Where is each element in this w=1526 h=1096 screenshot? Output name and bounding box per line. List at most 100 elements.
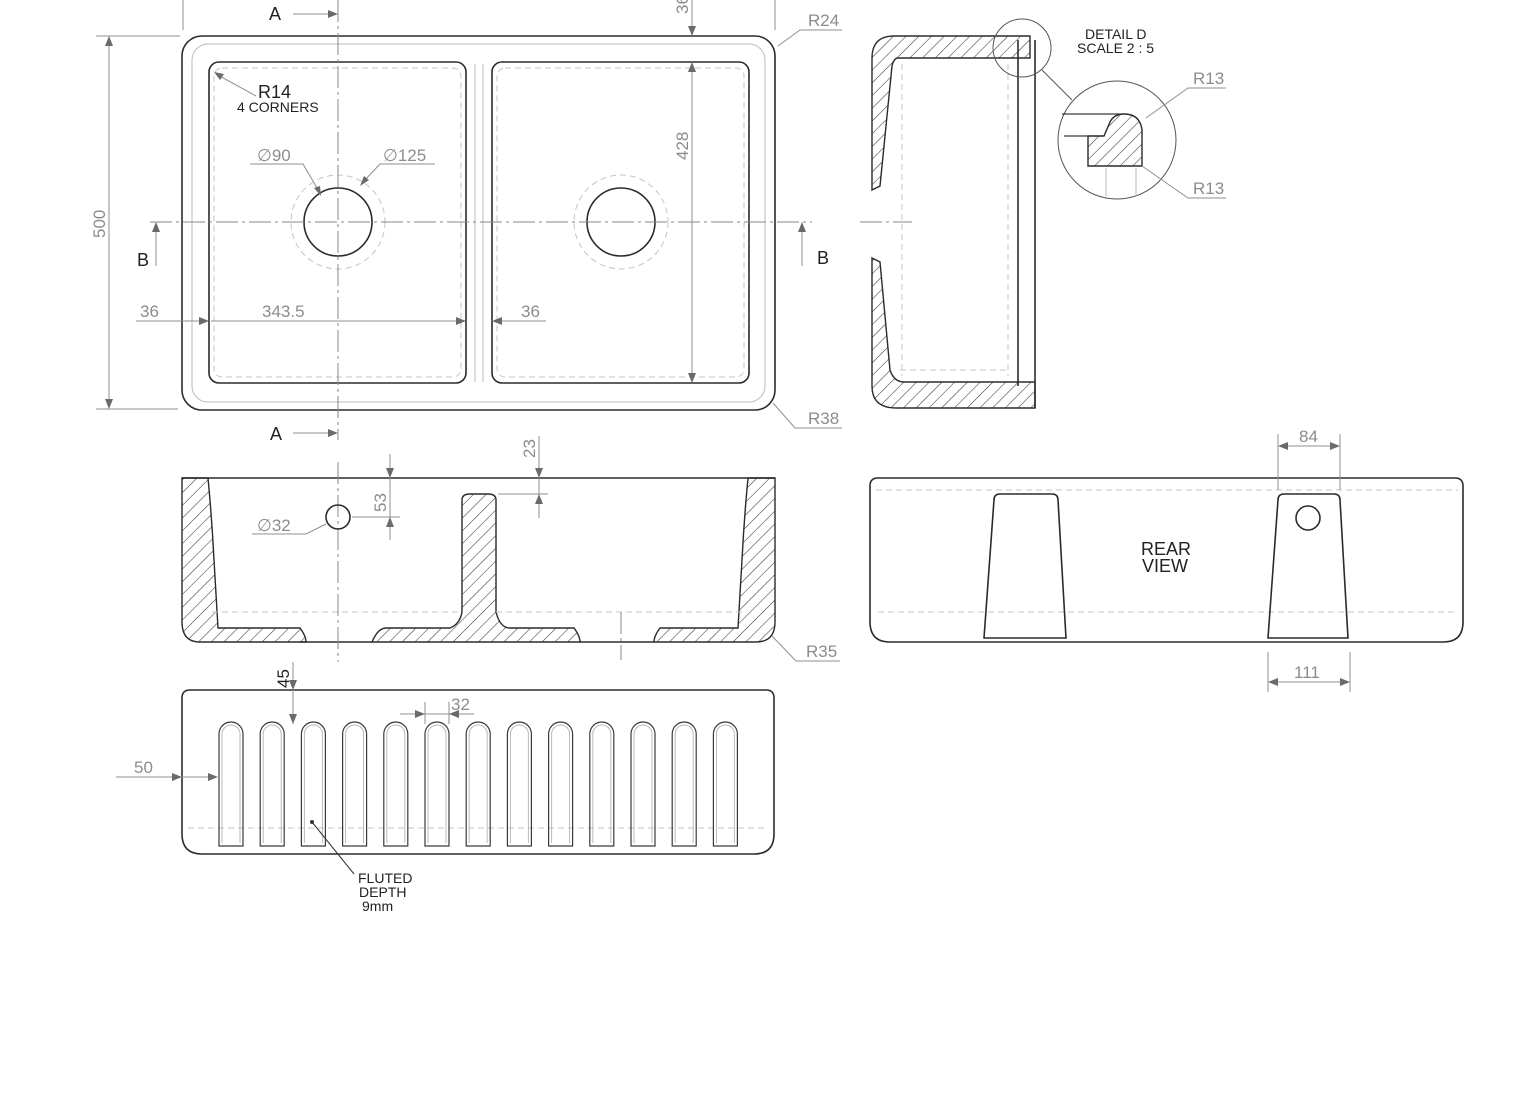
section-label-b-left: B xyxy=(137,250,149,270)
arrow-head xyxy=(456,317,466,325)
arrow-head xyxy=(1340,678,1350,686)
arrow-head xyxy=(314,186,321,196)
arrow-head xyxy=(214,72,224,80)
rim-line xyxy=(191,43,766,403)
outer-radius-top-label: R24 xyxy=(808,11,839,30)
arrow-head xyxy=(535,468,543,478)
dim-flute-pitch: 32 xyxy=(451,695,470,714)
section-aa-view: ∅32 53 23 R35 xyxy=(181,436,840,662)
sink-outline xyxy=(181,35,776,411)
leader-line xyxy=(1141,165,1226,199)
side-wall-top-hatch xyxy=(871,35,1031,192)
detail-radius-top: R13 xyxy=(1193,69,1224,88)
arrow-head xyxy=(328,429,338,437)
arrow-head xyxy=(289,680,297,690)
flute xyxy=(424,721,450,847)
side-wall-bottom-hatch xyxy=(871,256,1036,409)
outer-radius-bottom-label: R38 xyxy=(808,409,839,428)
arrow-head xyxy=(152,222,160,232)
detail-hatch xyxy=(1087,113,1143,167)
flute-inner-edge xyxy=(427,724,447,843)
detail-scale: SCALE 2 : 5 xyxy=(1077,40,1154,56)
dim-waste-small-value: 90 xyxy=(272,146,291,165)
arrow-head xyxy=(199,317,209,325)
section-left-wall-hatch xyxy=(181,477,307,643)
arrow-head xyxy=(208,773,218,781)
flute-note-line3: 9mm xyxy=(362,898,393,914)
dim-tap-hole: ∅32 xyxy=(257,516,291,535)
waste-flange-right xyxy=(573,174,669,270)
flute xyxy=(589,721,615,847)
flute-note-line1: FLUTED xyxy=(358,870,412,886)
dim-rear-bottom-width: 111 xyxy=(1294,663,1320,682)
section-label-b-right: B xyxy=(817,248,829,268)
rear-view: REAR VIEW 84 111 xyxy=(869,427,1464,692)
flute xyxy=(465,721,491,847)
flute-inner-edge xyxy=(674,724,694,843)
arrow-head xyxy=(449,710,459,718)
rear-cutout-left xyxy=(983,493,1067,639)
arrow-head xyxy=(1268,678,1278,686)
arrow-head xyxy=(386,468,394,478)
dim-overall-depth: 500 xyxy=(90,210,109,238)
flute-inner-edge xyxy=(303,724,323,843)
flute xyxy=(548,721,574,847)
leader-line xyxy=(772,402,842,429)
leader-line xyxy=(215,73,257,97)
diameter-symbol: ∅ xyxy=(383,146,398,165)
arrow-head xyxy=(688,62,696,72)
diameter-symbol: ∅ xyxy=(257,516,272,535)
arrow-head xyxy=(289,714,297,724)
flute-inner-edge xyxy=(468,724,488,843)
arrow-head xyxy=(492,317,502,325)
detail-leader xyxy=(1041,69,1073,101)
arrow-head xyxy=(415,710,425,718)
leader-line xyxy=(777,29,842,47)
arrow-head xyxy=(328,10,338,18)
dim-divider-width: 36 xyxy=(521,302,540,321)
front-outline xyxy=(181,689,775,855)
dim-left-margin: 36 xyxy=(140,302,159,321)
arrow-head xyxy=(688,373,696,383)
flute-inner-edge xyxy=(551,724,571,843)
arrow-head xyxy=(386,517,394,527)
flute xyxy=(259,721,285,847)
arrow-head xyxy=(1278,442,1288,450)
front-view: 45 32 50 FLUTED DEPTH 9mm xyxy=(116,662,775,914)
flute xyxy=(383,721,409,847)
flute-inner-edge xyxy=(386,724,406,843)
arrow-head xyxy=(688,26,696,36)
section-right-wall-hatch xyxy=(653,477,776,643)
detail-title: DETAIL D xyxy=(1085,26,1146,42)
rear-label-line2: VIEW xyxy=(1142,556,1188,576)
leader-line xyxy=(1145,87,1226,119)
detail-radius-bottom: R13 xyxy=(1193,179,1224,198)
flute xyxy=(712,721,738,847)
flute-group xyxy=(218,721,738,847)
flute xyxy=(300,721,326,847)
tap-hole xyxy=(325,504,351,530)
flute-inner-edge xyxy=(345,724,365,843)
leader-line xyxy=(250,163,321,194)
flute-inner-edge xyxy=(221,724,241,843)
flute xyxy=(506,721,532,847)
top-view: A A B B 500 428 36 36 343.5 xyxy=(90,0,842,444)
dim-flute-offset: 45 xyxy=(274,669,293,688)
detail-enlarged-circle xyxy=(1057,80,1177,200)
arrow-head xyxy=(105,399,113,409)
dim-waste-small: ∅90 xyxy=(257,146,291,165)
arrow-head xyxy=(535,494,543,504)
overflow-hole xyxy=(1295,505,1321,531)
flute-inner-edge xyxy=(715,724,735,843)
flute xyxy=(218,721,244,847)
flute-inner-edge xyxy=(592,724,612,843)
inner-radius-label: R14 xyxy=(258,82,291,102)
detail-circle xyxy=(992,18,1052,78)
leader-line xyxy=(252,523,327,535)
arrow-head xyxy=(105,36,113,46)
dim-waste-large: ∅125 xyxy=(383,146,426,165)
section-label-a-bottom: A xyxy=(270,424,282,444)
flute-inner-edge xyxy=(262,724,282,843)
flute-note-line2: DEPTH xyxy=(359,884,406,900)
